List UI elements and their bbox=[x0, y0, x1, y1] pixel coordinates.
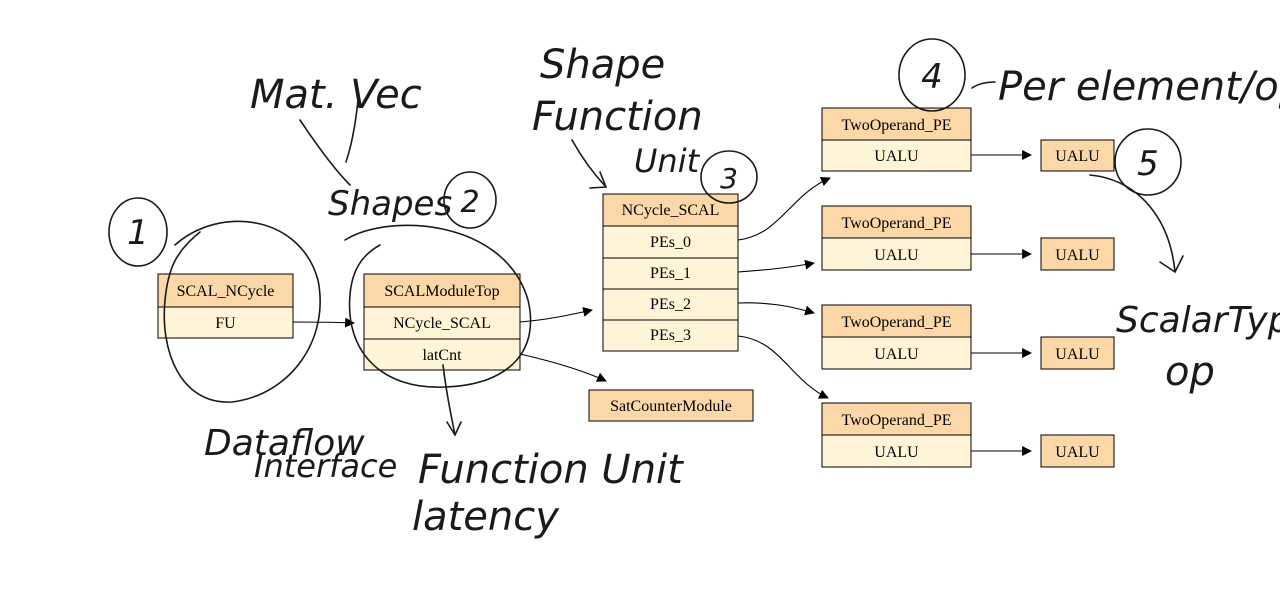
node-row bbox=[602, 257, 739, 290]
ink-arrow-5 bbox=[1089, 174, 1176, 273]
ink-stroke-vec-to-shapes bbox=[345, 99, 359, 163]
node-header bbox=[157, 273, 294, 308]
annotation-sfu-line-1: Shape bbox=[540, 42, 665, 88]
node-title: SCALModuleTop bbox=[384, 283, 499, 300]
node-row-label: UALU bbox=[874, 444, 919, 461]
node-title: UALU bbox=[1055, 346, 1100, 363]
node-title: SatCounterModule bbox=[610, 398, 732, 415]
annotation-number-5: 5 bbox=[1137, 144, 1159, 184]
annotation-sfu-line-3: Unit bbox=[634, 142, 701, 180]
node-title: UALU bbox=[1055, 444, 1100, 461]
node-title: SCAL_NCycle bbox=[177, 283, 275, 300]
node-title: NCycle_SCAL bbox=[622, 202, 720, 219]
node-header bbox=[588, 389, 754, 422]
annotation-op: op bbox=[1165, 349, 1215, 395]
node-row-label: NCycle_SCAL bbox=[393, 315, 491, 332]
node-row bbox=[821, 139, 972, 172]
edge-latcnt-to-satcounter bbox=[519, 353, 607, 382]
annotation-shapes: Shapes bbox=[328, 184, 452, 224]
edge-fu-to-module-top bbox=[292, 317, 355, 328]
ink-circle-2 bbox=[443, 171, 497, 229]
node-row-label: PEs_0 bbox=[650, 234, 691, 251]
edge-module-to-ncycle bbox=[519, 307, 593, 323]
node-scal-module-top: SCALModuleTop NCycle_SCAL latCnt bbox=[363, 273, 521, 371]
ink-circle-5 bbox=[1114, 128, 1182, 196]
node-header bbox=[1040, 336, 1115, 370]
edge-pes3-to-pe3 bbox=[737, 335, 829, 399]
node-pe-0: TwoOperand_PE UALU bbox=[821, 107, 972, 172]
edge-pes1-to-pe1 bbox=[737, 259, 815, 273]
edge-pes2-to-pe2 bbox=[737, 302, 815, 316]
annotation-latency: latency bbox=[412, 494, 560, 540]
annotation-sfu-line-2: Function bbox=[532, 94, 703, 140]
ink-stroke-mat-to-shapes bbox=[299, 119, 351, 186]
ink-loop-module-top bbox=[344, 224, 532, 388]
node-header bbox=[821, 304, 972, 338]
node-scal-ncycle: SCAL_NCycle FU bbox=[157, 273, 294, 339]
node-pe-3: TwoOperand_PE UALU bbox=[821, 402, 972, 468]
annotation-per-element-op: Per element/op bbox=[998, 64, 1280, 110]
node-header bbox=[363, 273, 521, 308]
node-pe-1: TwoOperand_PE UALU bbox=[821, 205, 972, 271]
node-row-label: UALU bbox=[874, 148, 919, 165]
node-row-label: PEs_3 bbox=[650, 327, 691, 344]
ink-arrow-latcnt bbox=[442, 364, 456, 436]
annotation-mat-vec: Mat. Vec bbox=[250, 72, 422, 118]
annotation-number-3: 3 bbox=[720, 162, 738, 195]
ink-arrow-4 bbox=[971, 81, 996, 89]
node-row-label: UALU bbox=[874, 346, 919, 363]
node-row bbox=[363, 338, 521, 371]
node-pe-2: TwoOperand_PE UALU bbox=[821, 304, 972, 370]
node-ualu-0: UALU bbox=[1040, 139, 1115, 172]
annotation-function-unit: Function Unit bbox=[418, 447, 684, 493]
annotation-dataflow: Dataflow bbox=[204, 423, 365, 464]
node-row bbox=[363, 306, 521, 340]
ink-loop-scal-ncycle bbox=[163, 220, 321, 403]
node-row-label: PEs_1 bbox=[650, 265, 691, 282]
ink-arrowhead-5 bbox=[1159, 255, 1184, 273]
node-header bbox=[1040, 434, 1115, 468]
annotation-number-1: 1 bbox=[127, 213, 149, 253]
node-row bbox=[157, 306, 294, 339]
annotation-scalar-type: ScalarType bbox=[1116, 300, 1280, 341]
node-row-label: UALU bbox=[874, 247, 919, 264]
node-row bbox=[821, 434, 972, 468]
node-header bbox=[821, 402, 972, 436]
node-row bbox=[602, 319, 739, 352]
node-header bbox=[821, 205, 972, 239]
node-header bbox=[1040, 237, 1115, 271]
node-title: UALU bbox=[1055, 148, 1100, 165]
node-title: TwoOperand_PE bbox=[842, 314, 952, 331]
node-ualu-2: UALU bbox=[1040, 336, 1115, 370]
node-row-label: PEs_2 bbox=[650, 296, 691, 313]
node-title: TwoOperand_PE bbox=[842, 117, 952, 134]
annotation-interface: Interface bbox=[254, 447, 397, 485]
node-title: TwoOperand_PE bbox=[842, 412, 952, 429]
node-sat-counter: SatCounterModule bbox=[588, 389, 754, 422]
ink-circle-4 bbox=[898, 38, 966, 112]
ink-arrowhead-sfu bbox=[589, 171, 607, 189]
node-ualu-3: UALU bbox=[1040, 434, 1115, 468]
node-ualu-1: UALU bbox=[1040, 237, 1115, 271]
ink-circle-3 bbox=[700, 150, 758, 204]
edge-pes0-to-pe0 bbox=[737, 176, 831, 241]
node-row-label: FU bbox=[215, 315, 236, 332]
node-title: TwoOperand_PE bbox=[842, 215, 952, 232]
annotation-number-2: 2 bbox=[460, 185, 479, 220]
node-row bbox=[821, 336, 972, 370]
node-ncycle-scal: NCycle_SCAL PEs_0 PEs_1 PEs_2 PEs_3 bbox=[602, 193, 739, 352]
ink-arrow-sfu bbox=[571, 139, 607, 188]
ink-arrowhead-latcnt bbox=[446, 421, 462, 436]
annotation-number-4: 4 bbox=[921, 57, 943, 97]
node-header bbox=[1040, 139, 1115, 172]
node-title: UALU bbox=[1055, 247, 1100, 264]
ink-circle-1 bbox=[108, 197, 168, 267]
node-header bbox=[821, 107, 972, 141]
node-row-label: latCnt bbox=[422, 347, 462, 364]
